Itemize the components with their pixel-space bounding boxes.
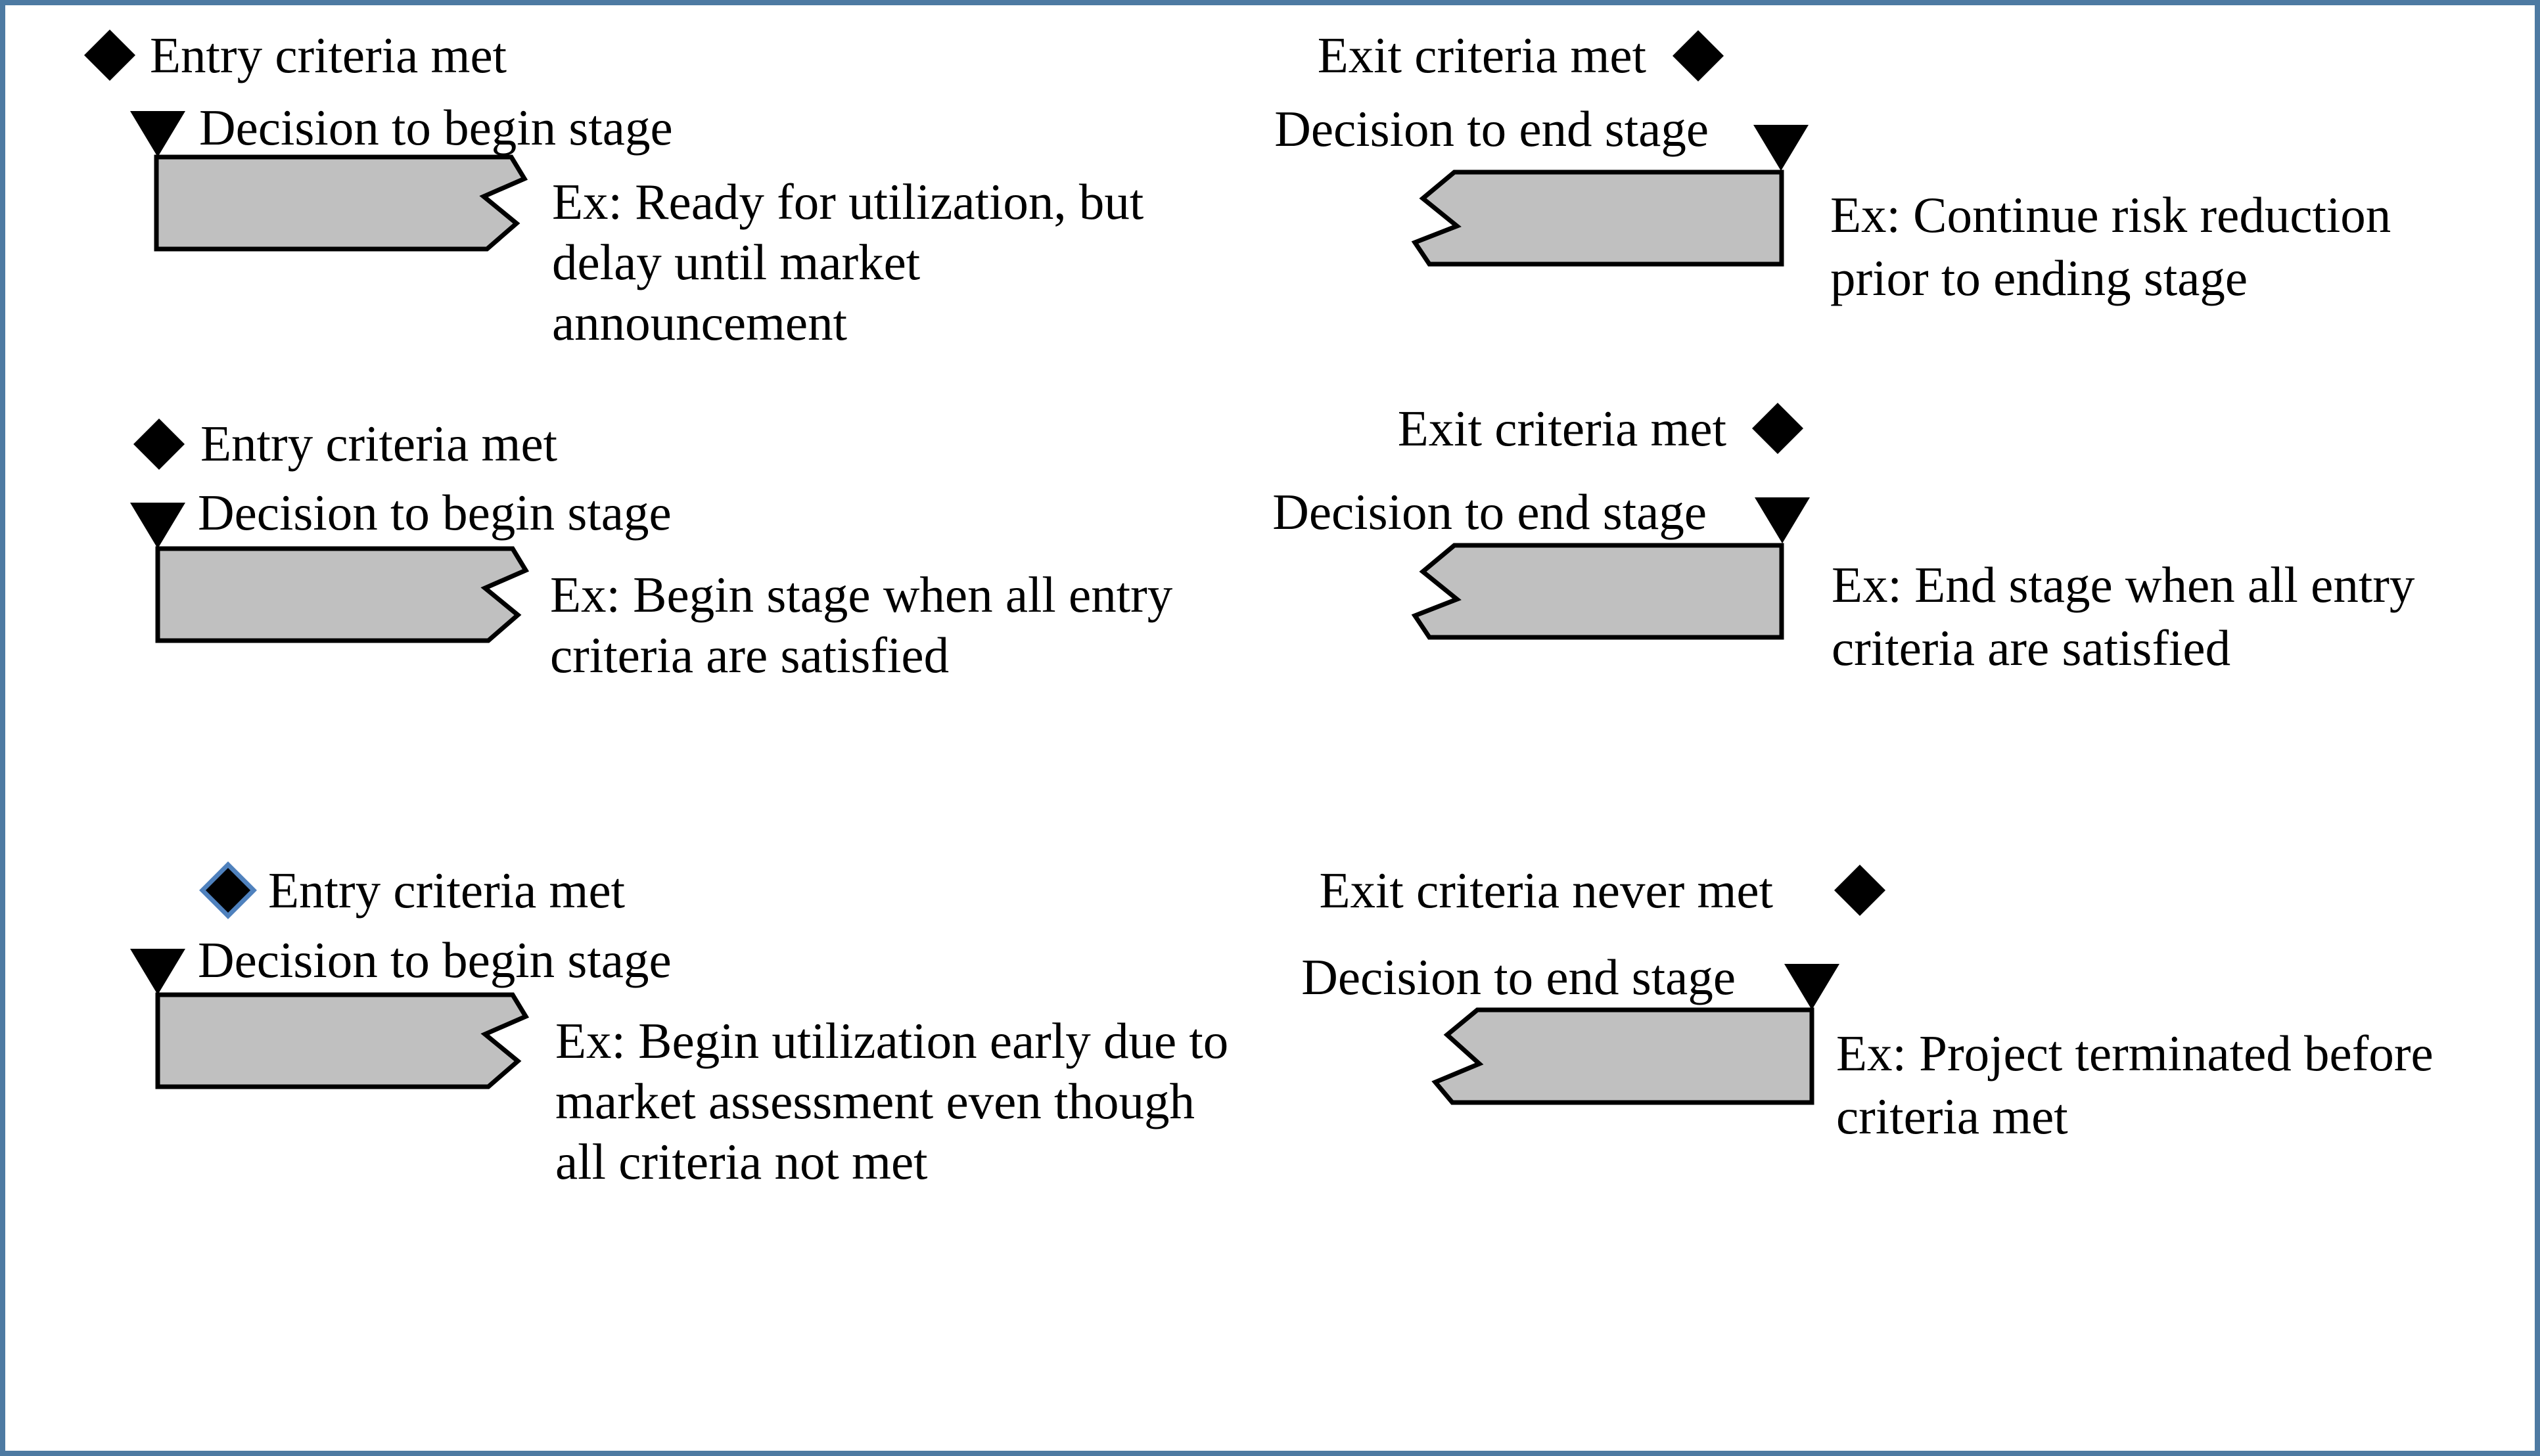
exit-criteria-label: Exit criteria met — [1397, 400, 1726, 457]
stage-banner-shape — [155, 992, 530, 1089]
stage-banner-shape — [1411, 170, 1784, 267]
example-text: Ex: Continue risk reduction prior to end… — [1830, 187, 2391, 306]
decision-label: Decision to end stage — [1272, 484, 1707, 540]
decision-label: Decision to begin stage — [198, 932, 672, 988]
example-text: Ex: Begin utilization early due to marke… — [555, 1012, 1229, 1190]
stage-banner-shape — [155, 546, 530, 643]
criteria-met-diamond-icon — [1673, 30, 1724, 81]
decision-triangle-icon — [1755, 497, 1810, 543]
decision-triangle-icon — [130, 949, 185, 995]
decision-triangle-icon — [1753, 125, 1809, 171]
criteria-met-diamond-icon — [1752, 403, 1803, 454]
criteria-met-diamond-icon — [84, 30, 135, 81]
decision-triangle-icon — [130, 111, 185, 157]
decision-label: Decision to begin stage — [198, 484, 672, 541]
example-text: Ex: Ready for utilization, but delay unt… — [552, 173, 1144, 351]
entry-criteria-label: Entry criteria met — [200, 415, 558, 472]
decision-triangle-icon — [130, 503, 185, 549]
example-text: Ex: End stage when all entry criteria ar… — [1832, 557, 2415, 676]
stage-banner-shape — [1431, 1007, 1814, 1105]
decision-triangle-icon — [1784, 964, 1839, 1010]
criteria-met-diamond-icon — [133, 419, 185, 470]
exit-criteria-label: Exit criteria met — [1317, 27, 1646, 83]
example-text: Ex: Project terminated before criteria m… — [1836, 1025, 2434, 1145]
criteria-met-diamond-icon — [1834, 865, 1885, 916]
stage-banner-shape — [1411, 543, 1784, 640]
decision-label: Decision to begin stage — [199, 99, 673, 156]
exit-criteria-label: Exit criteria never met — [1319, 862, 1773, 919]
stage-banner-shape — [154, 154, 528, 252]
criteria-met-diamond-icon-selected — [199, 861, 257, 919]
decision-label: Decision to end stage — [1301, 949, 1736, 1005]
decision-label: Decision to end stage — [1274, 101, 1709, 157]
entry-criteria-label: Entry criteria met — [150, 27, 507, 83]
example-text: Ex: Begin stage when all entry criteria … — [550, 566, 1173, 683]
entry-criteria-label: Entry criteria met — [268, 862, 626, 919]
